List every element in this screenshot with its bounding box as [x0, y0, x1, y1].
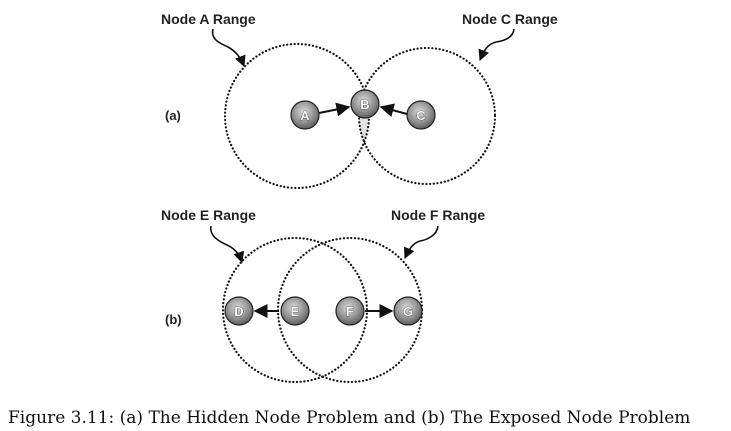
node-f-range-pointer [403, 225, 439, 260]
node-a-label: A [300, 108, 310, 123]
node-e: E [280, 296, 310, 326]
node-f-circle [335, 296, 365, 326]
part-a-label: (a) [165, 108, 181, 123]
node-c-range-pointer [478, 28, 515, 62]
node-f-label: F [346, 304, 354, 319]
node-e-range-pointer [210, 225, 245, 264]
node-a-circle [290, 100, 320, 130]
arrow-c-to-b [379, 103, 408, 118]
node-d-circle [224, 296, 254, 326]
node-b-label: B [360, 97, 369, 112]
node-c: C [406, 100, 436, 130]
node-c-range-circle [357, 46, 497, 186]
node-d-label: D [234, 304, 243, 319]
node-e-range-label: Node E Range [161, 207, 256, 223]
node-c-label: C [416, 108, 426, 123]
node-a-range-label: Node A Range [161, 11, 256, 27]
node-b-circle [350, 89, 380, 119]
node-f-range-label: Node F Range [391, 207, 485, 223]
hidden-node-diagram: Node A Range Node C Range (a) A B C [161, 11, 558, 190]
exposed-node-diagram: Node E Range Node F Range (b) D E F G [161, 207, 485, 384]
node-b: B [350, 89, 380, 119]
node-e-circle [280, 296, 310, 326]
node-g: G [393, 296, 423, 326]
node-c-circle [406, 100, 436, 130]
node-g-circle [393, 296, 423, 326]
node-c-range-label: Node C Range [462, 11, 558, 27]
node-a-range-pointer [211, 28, 246, 68]
node-e-label: E [291, 304, 300, 319]
arrow-a-to-b [318, 102, 351, 117]
figure-caption: Figure 3.11: (a) The Hidden Node Problem… [8, 408, 690, 428]
part-b-label: (b) [165, 312, 182, 327]
node-a: A [290, 100, 320, 130]
node-d: D [224, 296, 254, 326]
node-g-label: G [403, 304, 413, 319]
node-f: F [335, 296, 365, 326]
